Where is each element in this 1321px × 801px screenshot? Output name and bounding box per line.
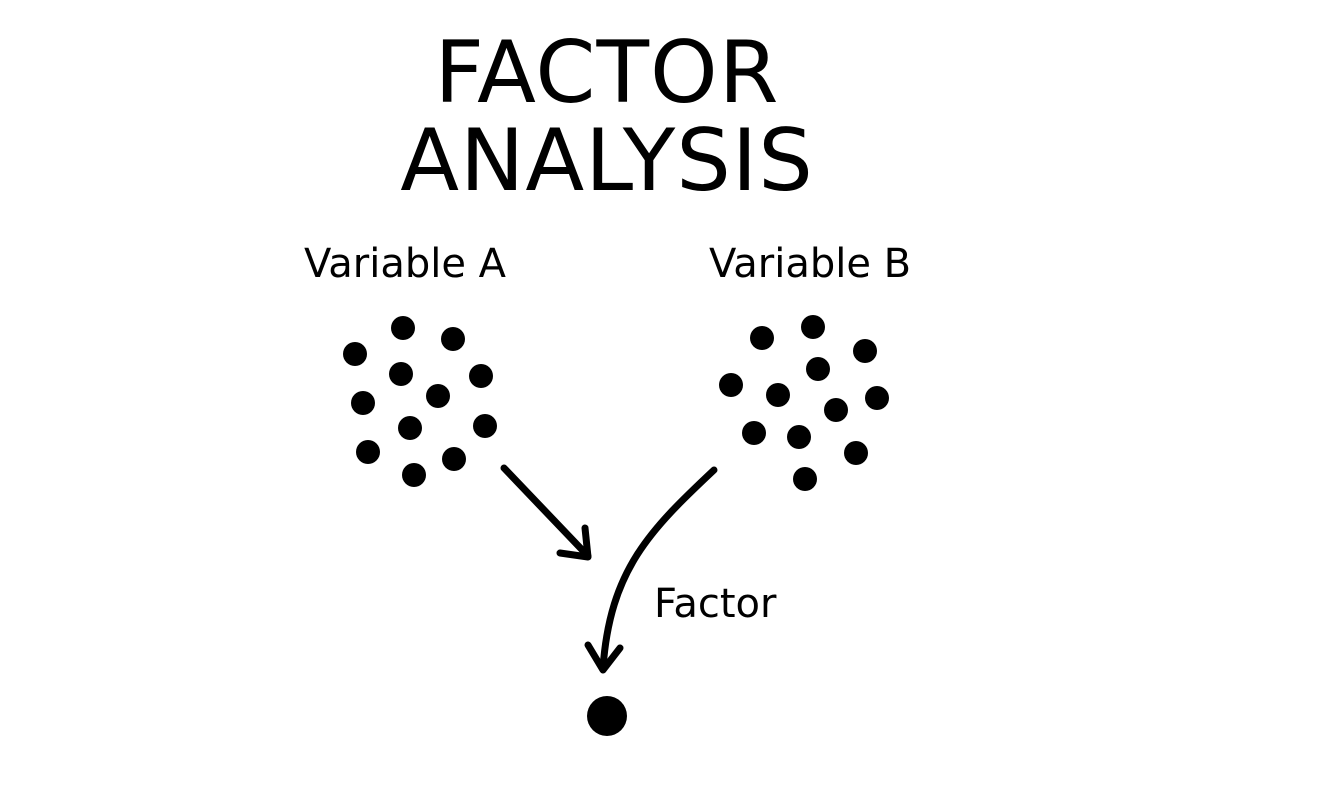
variable-a-dot [343,342,367,366]
arrow-b-head [584,641,624,674]
variable-a-dot [398,416,422,440]
variable-b-dot [742,421,766,445]
factor-dot [587,696,627,736]
variable-a-dot [469,364,493,388]
arrow-a-head [556,524,592,561]
variable-b-dot [824,398,848,422]
variable-b-dot [801,315,825,339]
variable-b-cluster [719,315,889,491]
variable-b-dot [844,441,868,465]
arrow-b-shaft [599,466,718,672]
variable-b-dot [865,386,889,410]
variable-a-dot [391,316,415,340]
variable-a-dot [442,447,466,471]
variable-b-dot [787,425,811,449]
title-line-1: FACTOR [434,23,780,123]
variable-a-dot [351,391,375,415]
variable-b-dot [766,383,790,407]
variable-a-dot [356,440,380,464]
variable-b-dot [719,373,743,397]
variable-a-dot [402,463,426,487]
factor-label: Factor [654,581,777,627]
variable-a-label: Variable A [304,241,507,287]
variable-b-dot [853,339,877,363]
variable-a-dot [389,362,413,386]
title-line-2: ANALYSIS [400,111,814,211]
arrow-a-to-factor [500,464,592,561]
variable-a-cluster [343,316,497,487]
arrow-a-shaft [500,464,592,560]
variable-a-dot [473,414,497,438]
variable-a-dot [426,384,450,408]
variable-b-dot [806,357,830,381]
variable-b-dot [750,326,774,350]
variable-b-dot [793,467,817,491]
variable-b-label: Variable B [709,241,912,287]
variable-a-dot [441,327,465,351]
arrow-b-to-factor [584,466,718,674]
